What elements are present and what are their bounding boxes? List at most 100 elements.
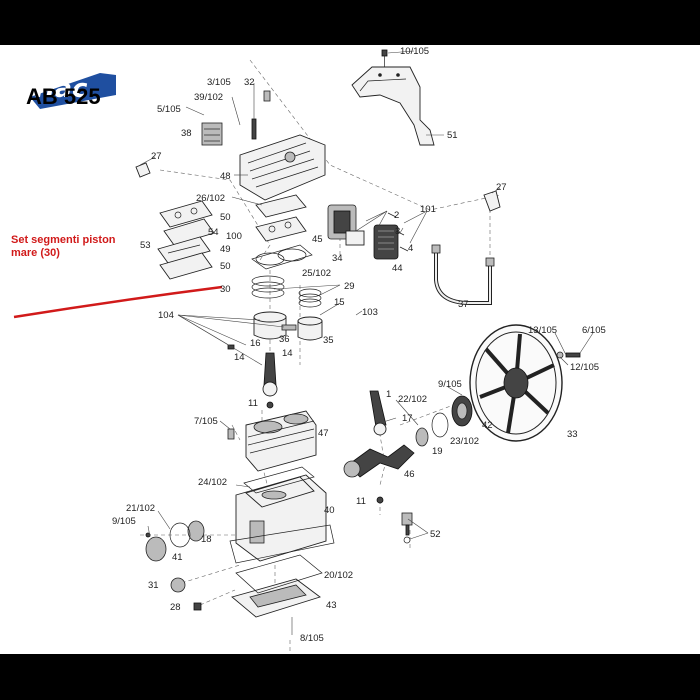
label-36: 36 — [279, 334, 290, 345]
label-14-left: 14 — [234, 352, 245, 363]
part-37-delivery-pipe — [431, 244, 495, 305]
label-4: 4 — [408, 243, 413, 254]
label-42: 42 — [482, 420, 493, 431]
label-25-102: 25/102 — [302, 268, 331, 279]
part-50-valve-plate — [159, 200, 213, 228]
annotation-underline — [13, 285, 223, 319]
label-51: 51 — [447, 130, 458, 141]
part-30-piston-rings — [251, 275, 285, 299]
part-11-nut-b — [376, 496, 384, 504]
label-47: 47 — [318, 428, 329, 439]
label-14-right: 14 — [282, 348, 293, 359]
annotation-line-1: Set segmenti piston — [11, 234, 116, 246]
label-49: 49 — [220, 244, 231, 255]
label-19: 19 — [432, 446, 443, 457]
label-27-left: 27 — [151, 151, 162, 162]
model-title: AB 525 — [26, 84, 101, 109]
label-28: 28 — [170, 602, 181, 613]
part-43-base-cover — [231, 578, 321, 618]
label-43: 43 — [326, 600, 337, 611]
label-21-102: 21/102 — [126, 503, 155, 514]
label-11-top: 11 — [248, 398, 258, 409]
part-41-side-cover — [145, 532, 167, 562]
part-3-105-stud — [251, 118, 257, 140]
part-29-piston-rings — [298, 288, 322, 308]
part-34-filter-element — [345, 230, 365, 246]
part-26-102-gasket — [255, 194, 307, 218]
label-10-105: 10/105 — [400, 46, 429, 57]
label-5-105: 5/105 — [157, 104, 181, 115]
label-15: 15 — [334, 297, 345, 308]
part-14-pin — [227, 344, 235, 350]
part-18-bushing — [169, 520, 205, 548]
part-27-elbow-left — [135, 162, 151, 178]
part-35-piston-small — [297, 316, 323, 341]
label-22-102: 22/102 — [398, 394, 427, 405]
label-27-right: 27 — [496, 182, 507, 193]
part-45-filter-body — [327, 204, 357, 240]
part-33-flywheel — [469, 324, 563, 442]
part-23-102-oring — [431, 412, 449, 438]
exploded-view-diagram: fiac — [13, 46, 606, 654]
label-46: 46 — [404, 469, 415, 480]
label-6-105: 6/105 — [582, 325, 606, 336]
label-9-105-bottom: 9/105 — [112, 516, 136, 527]
fiac-logo: fiac — [30, 73, 116, 109]
part-28-drain-plug — [193, 602, 202, 611]
label-39-102: 39/102 — [194, 92, 223, 103]
red-annotation: Set segmenti piston mare (30) — [11, 234, 116, 260]
part-40-crankcase — [229, 474, 335, 564]
conrod-right — [369, 390, 387, 436]
part-44-filter-cover — [373, 224, 399, 260]
label-17: 17 — [402, 413, 413, 424]
part-50-lower-plate — [159, 252, 213, 280]
label-101: 101 — [420, 204, 436, 215]
label-31: 31 — [148, 580, 159, 591]
label-18: 18 — [201, 534, 212, 545]
label-38: 38 — [181, 128, 192, 139]
annotation-line-2: mare (30) — [11, 247, 60, 259]
part-46-crankshaft — [343, 444, 415, 478]
label-53: 53 — [140, 240, 151, 251]
label-9-105-top: 9/105 — [438, 379, 462, 390]
label-32: 32 — [244, 77, 255, 88]
label-29: 29 — [344, 281, 355, 292]
label-13-105: 13/105 — [528, 325, 557, 336]
part-54-plate — [163, 218, 215, 246]
label-3: 3 — [395, 226, 400, 237]
label-12-105: 12/105 — [570, 362, 599, 373]
label-50-top: 50 — [220, 212, 231, 223]
label-34: 34 — [332, 253, 343, 264]
part-27-elbow-right — [483, 190, 501, 212]
label-103: 103 — [362, 307, 378, 318]
part-20-102-gasket — [235, 554, 323, 594]
label-40: 40 — [324, 505, 335, 516]
part-7-105-bolt — [227, 428, 235, 440]
label-2: 2 — [394, 210, 399, 221]
part-25-102-head-gasket — [251, 244, 313, 270]
part-100-gasket — [255, 216, 307, 242]
label-35: 35 — [323, 335, 334, 346]
label-23-102: 23/102 — [450, 436, 479, 447]
part-24-102-gasket — [243, 466, 315, 494]
logo-text: fiac — [34, 74, 88, 104]
label-37: 37 — [458, 299, 469, 310]
part-32-bolt — [263, 90, 271, 102]
part-19-bearing — [415, 427, 429, 447]
label-52: 52 — [430, 529, 441, 540]
label-16: 16 — [250, 338, 261, 349]
part-42-bearing-seal — [451, 395, 473, 427]
label-48: 48 — [220, 171, 231, 182]
label-11-bottom: 11 — [356, 496, 366, 507]
label-7-105: 7/105 — [194, 416, 218, 427]
label-44: 44 — [392, 263, 403, 274]
part-10-105-screw — [381, 49, 388, 67]
part-48-cylinder-head — [239, 134, 326, 201]
label-33: 33 — [567, 429, 578, 440]
conrod-large — [262, 352, 278, 397]
label-3-105: 3/105 — [207, 77, 231, 88]
label-100: 100 — [226, 231, 242, 242]
part-36-pin — [281, 324, 297, 331]
leader-lines — [139, 50, 594, 635]
label-104: 104 — [158, 310, 174, 321]
